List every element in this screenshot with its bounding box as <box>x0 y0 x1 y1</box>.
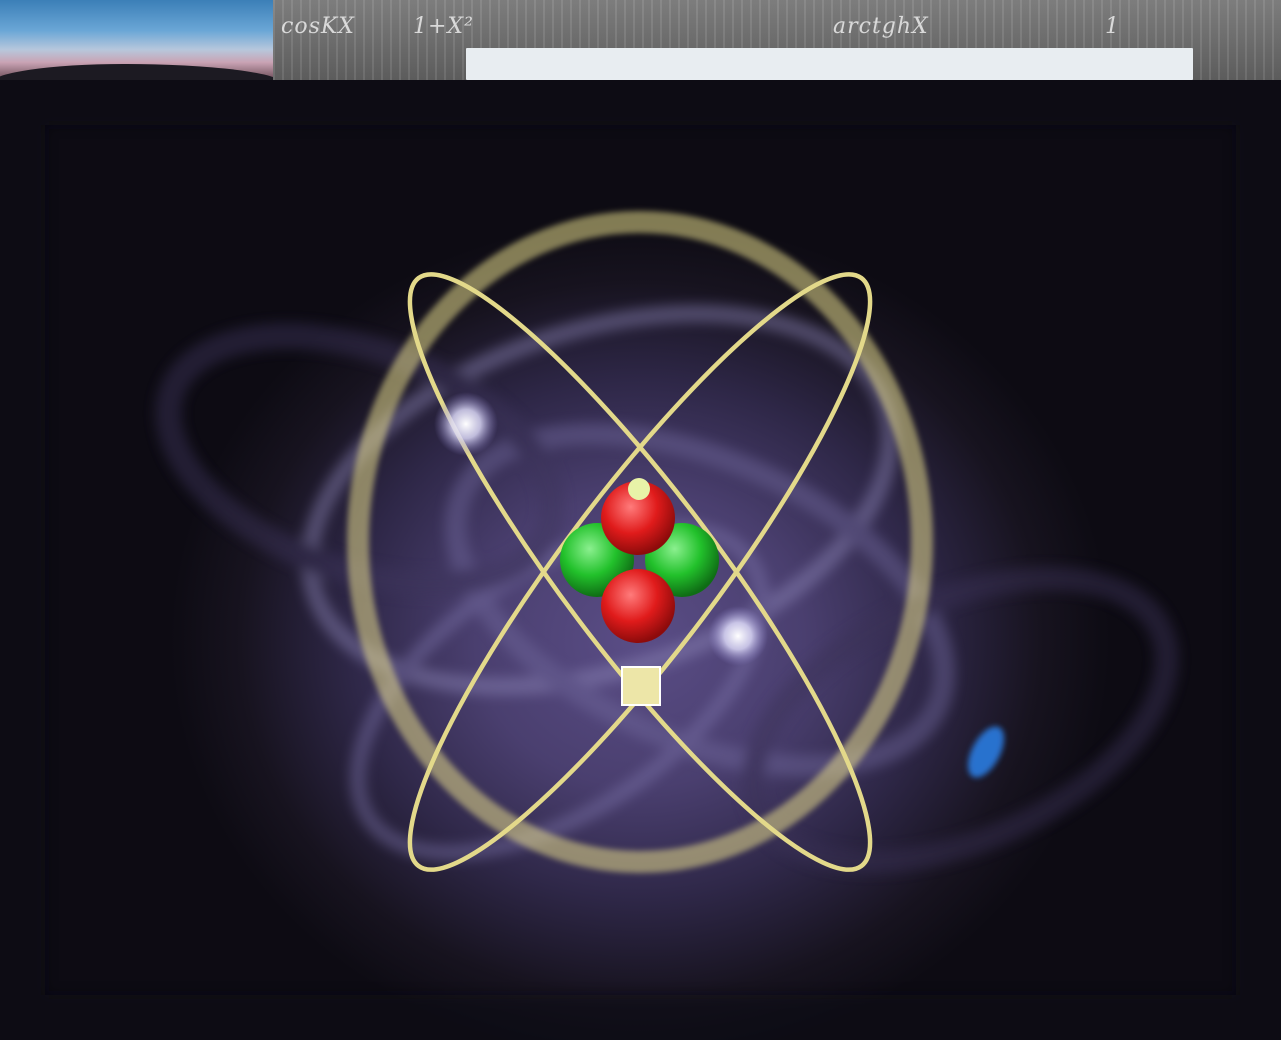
blank-address-bar[interactable] <box>466 48 1193 80</box>
chalk-formula: 1 <box>1105 14 1120 39</box>
nucleus-highlight <box>628 478 650 500</box>
orbit-crossing-marker <box>622 667 660 705</box>
electron-white-left <box>434 392 498 456</box>
electron-white-right <box>708 606 768 666</box>
chalk-formula: cosKX <box>281 14 355 39</box>
atom-image <box>0 80 1281 1040</box>
chalk-formula: 1+X² <box>413 14 474 39</box>
mountain-silhouette <box>0 64 273 80</box>
electron-blue <box>960 721 1011 784</box>
proton-bottom <box>601 569 675 643</box>
sky-thumbnail <box>0 0 273 80</box>
chalk-formula: arctghX <box>833 14 929 39</box>
nucleus <box>560 478 719 643</box>
